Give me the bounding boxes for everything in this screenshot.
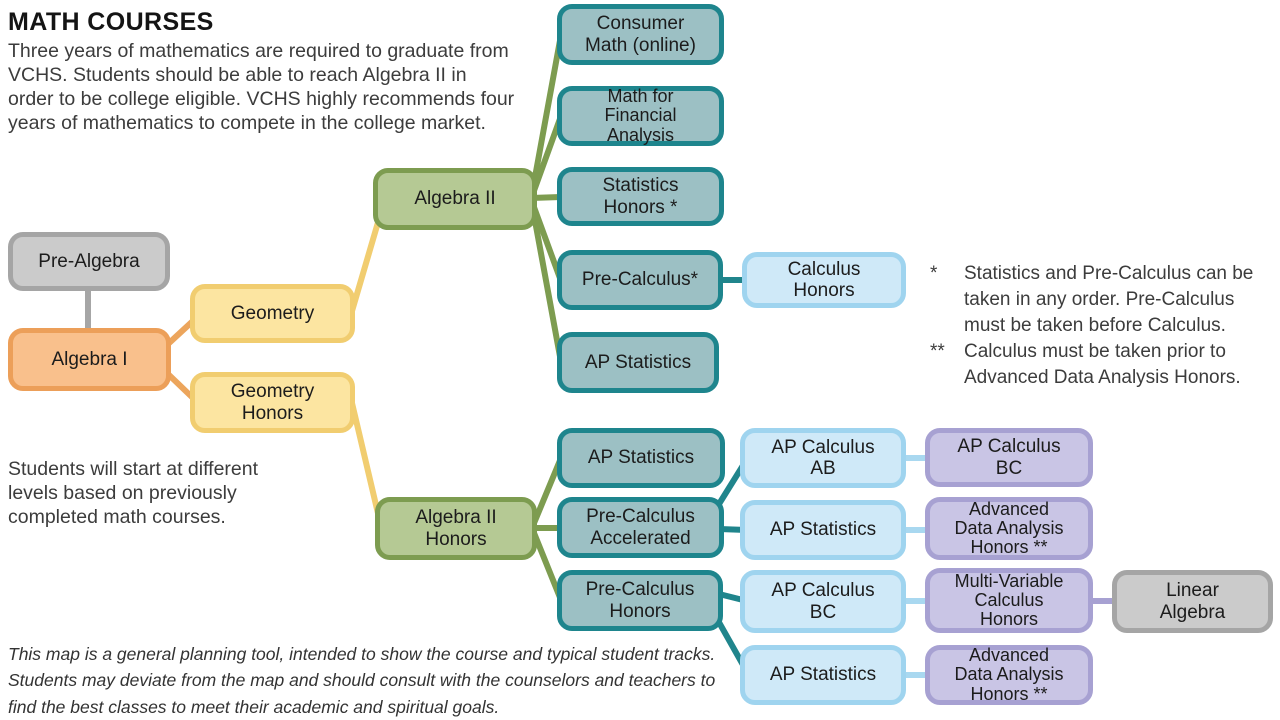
node-pre-calculus-accelerated: Pre-Calculus Accelerated <box>557 497 724 558</box>
node-statistics-honors: Statistics Honors * <box>557 167 724 226</box>
edge-algebra2-consumer-math <box>528 32 564 202</box>
footnote-text: Calculus must be taken prior to Advanced… <box>964 341 1241 389</box>
node-multi-variable-calculus: Multi-Variable Calculus Honors <box>925 568 1093 633</box>
node-consumer-math-online: Consumer Math (online) <box>557 4 724 65</box>
edge-algebra1-geometry-honors <box>165 371 197 402</box>
footnote-marker: * <box>930 263 938 284</box>
node-ap-statistics-algebra2: AP Statistics <box>557 332 719 393</box>
node-algebra-2-honors: Algebra II Honors <box>375 497 537 560</box>
node-ap-statistics-precalc-honors: AP Statistics <box>740 645 906 705</box>
edge-geometry-algebra2 <box>349 216 382 314</box>
node-ap-calculus-bc-advanced: AP Calculus BC <box>925 428 1093 487</box>
node-linear-algebra: Linear Algebra <box>1112 570 1273 633</box>
node-ap-statistics-honors-track: AP Statistics <box>557 428 725 488</box>
node-advanced-data-analysis-2: Advanced Data Analysis Honors ** <box>925 645 1093 705</box>
node-math-financial-analysis: Math for Financial Analysis <box>557 86 724 146</box>
start-levels-note: Students will start at different levels … <box>8 458 259 528</box>
disclaimer: This map is a general planning tool, int… <box>8 641 716 720</box>
footnote-double-asterisk: ** Calculus must be taken prior to Advan… <box>930 339 1260 391</box>
page-title: MATH COURSES <box>8 8 214 36</box>
footnote-marker: ** <box>930 341 945 363</box>
edge-geometryhonors-algebra2honors <box>349 400 383 525</box>
node-geometry: Geometry <box>190 284 355 343</box>
edge-algebra1-geometry <box>165 317 197 347</box>
node-pre-calculus-honors: Pre-Calculus Honors <box>557 570 723 631</box>
node-calculus-honors: Calculus Honors <box>742 252 906 308</box>
node-ap-statistics-accelerated: AP Statistics <box>740 500 906 560</box>
footnote-single-asterisk: * Statistics and Pre-Calculus can be tak… <box>930 261 1260 339</box>
footnotes: * Statistics and Pre-Calculus can be tak… <box>930 261 1260 391</box>
intro-paragraph: Three years of mathematics are required … <box>8 40 515 134</box>
node-ap-calculus-bc: AP Calculus BC <box>740 570 906 633</box>
disclaimer-text: This map is a general planning tool, int… <box>8 644 716 717</box>
node-pre-algebra: Pre-Algebra <box>8 232 170 291</box>
node-ap-calculus-ab: AP Calculus AB <box>740 428 906 488</box>
node-algebra-2: Algebra II <box>373 168 537 230</box>
node-advanced-data-analysis-1: Advanced Data Analysis Honors ** <box>925 497 1093 560</box>
node-pre-calculus: Pre-Calculus* <box>557 250 723 310</box>
edge-algebra2-ap-statistics <box>528 196 564 365</box>
node-geometry-honors: Geometry Honors <box>190 372 355 433</box>
node-algebra-1: Algebra I <box>8 328 171 391</box>
footnote-text: Statistics and Pre-Calculus can be taken… <box>964 263 1254 337</box>
